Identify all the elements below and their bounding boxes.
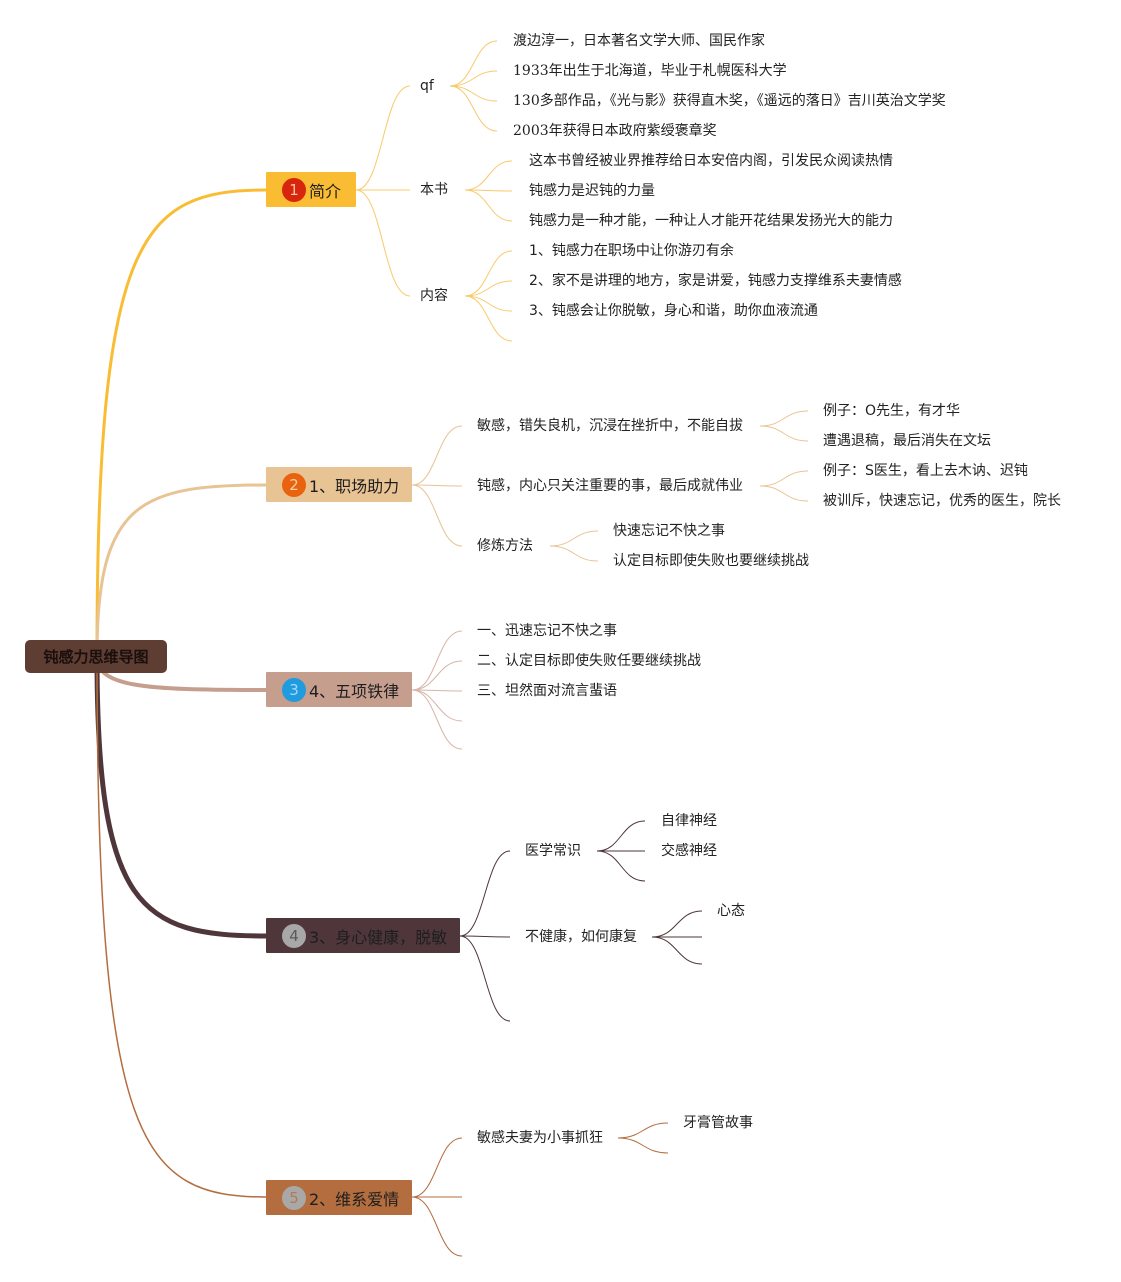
leaf-node[interactable]: 2、家不是讲理的地方，家是讲爱，钝感力支撑维系夫妻情感 xyxy=(529,273,902,289)
connector-line xyxy=(411,689,463,692)
connector-line xyxy=(596,850,646,882)
connector-line xyxy=(411,1137,463,1198)
branch-node-love[interactable]: 5 2、维系爱情 xyxy=(266,1180,412,1215)
branch-connector xyxy=(96,655,267,1198)
connector-line xyxy=(464,280,513,297)
branch-label: 2、维系爱情 xyxy=(309,1189,400,1209)
connector-line xyxy=(464,160,513,191)
priority-4-icon: 4 xyxy=(282,923,306,948)
connector-line xyxy=(449,70,498,87)
branch-connector xyxy=(95,188,267,657)
leaf-node[interactable]: 一、迅速忘记不快之事 xyxy=(477,623,617,639)
connector-line xyxy=(411,484,463,487)
leaf-node[interactable]: 2003年获得日本政府紫绶褒章奖 xyxy=(513,123,717,139)
leaf-node[interactable]: 3、钝感会让你脱敏，身心和谐，助你血液流通 xyxy=(529,303,818,319)
connector-line xyxy=(411,689,463,722)
node-practice[interactable]: 修炼方法 xyxy=(477,538,533,554)
priority-1-icon: 1 xyxy=(282,177,306,202)
branch-label: 1、职场助力 xyxy=(309,476,400,496)
connector-line xyxy=(759,470,809,487)
leaf-node[interactable]: 自律神经 xyxy=(661,813,717,829)
connector-line xyxy=(355,189,411,297)
connector-line xyxy=(759,485,809,502)
priority-2-icon: 2 xyxy=(282,472,306,497)
leaf-node[interactable]: 例子：O先生，有才华 xyxy=(823,403,961,419)
leaf-node[interactable]: 二、认定目标即使失败任要继续挑战 xyxy=(477,653,701,669)
priority-3-icon: 3 xyxy=(282,677,306,702)
connector-line xyxy=(411,630,463,691)
connector-line xyxy=(449,40,498,87)
node-qf[interactable]: qf xyxy=(420,78,434,94)
leaf-node[interactable]: 渡边淳一，日本著名文学大师、国民作家 xyxy=(513,33,765,49)
connector-line xyxy=(449,85,498,132)
root-node[interactable]: 钝感力思维导图 xyxy=(25,640,167,673)
branch-label: 简介 xyxy=(309,181,342,201)
connector-line xyxy=(651,910,703,938)
leaf-node[interactable]: 被训斥，快速忘记，优秀的医生，院长 xyxy=(823,493,1061,509)
leaf-node[interactable]: 牙膏管故事 xyxy=(683,1115,753,1131)
leaf-node[interactable]: 交感神经 xyxy=(661,843,717,859)
branch-label: 4、五项铁律 xyxy=(309,681,400,701)
connector-line xyxy=(759,410,809,427)
leaf-node[interactable]: 例子：S医生，看上去木讷、迟钝 xyxy=(823,463,1028,479)
connector-line xyxy=(411,484,463,547)
connector-line xyxy=(549,530,599,547)
node-insensitive[interactable]: 钝感，内心只关注重要的事，最后成就伟业 xyxy=(477,478,743,494)
node-couple[interactable]: 敏感夫妻为小事抓狂 xyxy=(477,1130,603,1146)
leaf-node[interactable]: 遭遇退稿，最后消失在文坛 xyxy=(823,433,991,449)
connector-line xyxy=(464,189,513,222)
leaf-node[interactable]: 快速忘记不快之事 xyxy=(613,523,725,539)
connector-line xyxy=(411,1196,463,1257)
leaf-node[interactable]: 三、坦然面对流言蜚语 xyxy=(477,683,617,699)
branch-label: 3、身心健康，脱敏 xyxy=(309,927,448,947)
connector-line xyxy=(459,935,511,938)
leaf-node[interactable]: 认定目标即使失败也要继续挑战 xyxy=(613,553,809,569)
node-medical[interactable]: 医学常识 xyxy=(525,843,581,859)
connector-line xyxy=(411,689,463,750)
branch-node-workplace[interactable]: 2 1、职场助力 xyxy=(266,467,412,502)
connector-line xyxy=(411,660,463,691)
leaf-node[interactable]: 钝感力是迟钝的力量 xyxy=(529,183,655,199)
connector-line xyxy=(464,250,513,297)
connector-line xyxy=(464,295,513,342)
connector-line xyxy=(549,545,599,562)
leaf-node[interactable]: 1、钝感力在职场中让你游刃有余 xyxy=(529,243,734,259)
connector-line xyxy=(596,820,646,852)
leaf-node[interactable]: 这本书曾经被业界推荐给日本安倍内阁，引发民众阅读热情 xyxy=(529,153,893,169)
leaf-node[interactable]: 钝感力是一种才能，一种让人才能开花结果发扬光大的能力 xyxy=(529,213,893,229)
connector-line xyxy=(459,935,511,1022)
branch-node-intro[interactable]: 1 简介 xyxy=(266,172,356,207)
branch-connector xyxy=(94,655,267,939)
connector-line xyxy=(464,295,513,312)
node-this-book[interactable]: 本书 xyxy=(420,182,448,198)
node-sensitive[interactable]: 敏感，错失良机，沉浸在挫折中，不能自拔 xyxy=(477,418,743,434)
leaf-node[interactable]: 心态 xyxy=(717,903,745,919)
node-content[interactable]: 内容 xyxy=(420,288,448,304)
branch-node-five-rules[interactable]: 3 4、五项铁律 xyxy=(266,672,412,707)
connector-line xyxy=(449,85,498,102)
priority-5-icon: 5 xyxy=(282,1185,306,1210)
branch-connector xyxy=(95,483,267,657)
connector-line xyxy=(411,425,463,486)
branch-node-health[interactable]: 4 3、身心健康，脱敏 xyxy=(266,918,460,953)
leaf-node[interactable]: 1933年出生于北海道，毕业于札幌医科大学 xyxy=(513,63,787,79)
connector-line xyxy=(355,85,411,191)
leaf-node[interactable]: 130多部作品，《光与影》获得直木奖，《遥远的落日》吉川英治文学奖 xyxy=(513,93,946,109)
connector-line xyxy=(617,1137,669,1154)
connector-line xyxy=(464,189,513,192)
node-recovery[interactable]: 不健康，如何康复 xyxy=(525,929,637,945)
connector-line xyxy=(759,425,809,442)
connector-line xyxy=(617,1122,669,1139)
connector-line xyxy=(651,936,703,965)
connector-line xyxy=(459,850,511,937)
